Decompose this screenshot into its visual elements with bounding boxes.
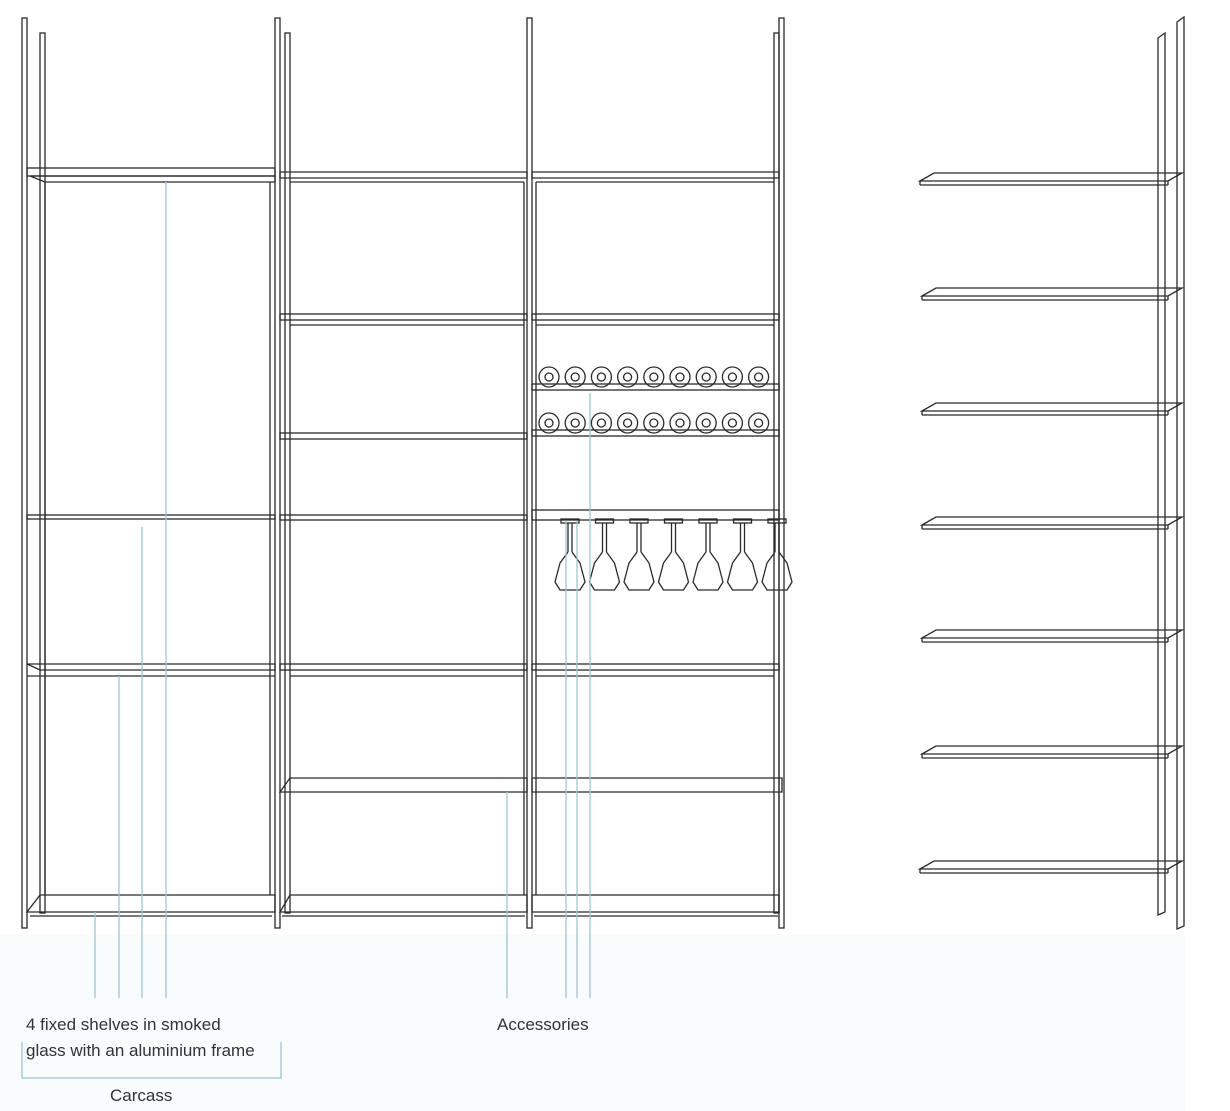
fixed-shelves-label-line2: glass with an aluminium frame <box>26 1041 255 1060</box>
wine-glass <box>692 518 724 591</box>
carcass-bracket <box>21 1042 282 1079</box>
side-shelf <box>919 516 1185 530</box>
wine-bottle <box>616 366 639 388</box>
wine-bottle <box>695 366 717 388</box>
upright-center-left <box>274 17 291 929</box>
side-shelf <box>917 172 1185 186</box>
floor-area <box>0 935 1185 1111</box>
wine-bottle <box>643 366 665 388</box>
wine-glass <box>554 518 586 591</box>
fixed-shelves-label-line1: 4 fixed shelves in smoked <box>26 1015 221 1034</box>
side-shelf <box>919 402 1185 416</box>
wine-bottle <box>564 412 586 434</box>
bay-right <box>531 171 783 917</box>
wine-bottle <box>616 412 639 434</box>
wine-glass <box>657 518 690 591</box>
wine-bottle <box>538 412 560 434</box>
wine-bottle <box>564 366 586 388</box>
wine-bottle <box>747 366 770 388</box>
wine-bottle-rack <box>538 366 770 434</box>
wine-glass-rack <box>554 518 793 591</box>
bay-center <box>278 171 528 917</box>
side-upright <box>1157 15 1185 930</box>
wine-glass <box>761 518 793 591</box>
wine-bottle <box>721 412 744 434</box>
upright-left <box>21 17 46 929</box>
upright-center-right <box>526 17 533 929</box>
wine-bottle <box>695 412 717 434</box>
bay-left <box>25 167 276 917</box>
front-elevation-view <box>21 17 793 929</box>
carcass-label: Carcass <box>110 1086 173 1105</box>
wine-glass <box>623 518 655 591</box>
wine-bottle <box>538 366 560 388</box>
wine-bottle <box>747 412 770 434</box>
wine-bottle <box>643 412 665 434</box>
wine-bottle <box>590 412 613 434</box>
accessories-label: Accessories <box>497 1015 589 1034</box>
side-elevation-view <box>917 15 1185 930</box>
side-shelf <box>919 287 1185 301</box>
side-shelf <box>917 860 1185 874</box>
leader-lines <box>21 182 591 1079</box>
side-shelf <box>919 629 1185 643</box>
side-shelf <box>919 745 1185 759</box>
wine-bottle <box>721 366 744 388</box>
wine-bottle <box>669 366 691 388</box>
wine-glass <box>588 518 621 591</box>
wine-bottle <box>669 412 691 434</box>
wine-bottle <box>590 366 613 388</box>
upright-right <box>773 17 785 929</box>
wine-glass <box>726 518 759 591</box>
side-shelves <box>917 172 1185 874</box>
